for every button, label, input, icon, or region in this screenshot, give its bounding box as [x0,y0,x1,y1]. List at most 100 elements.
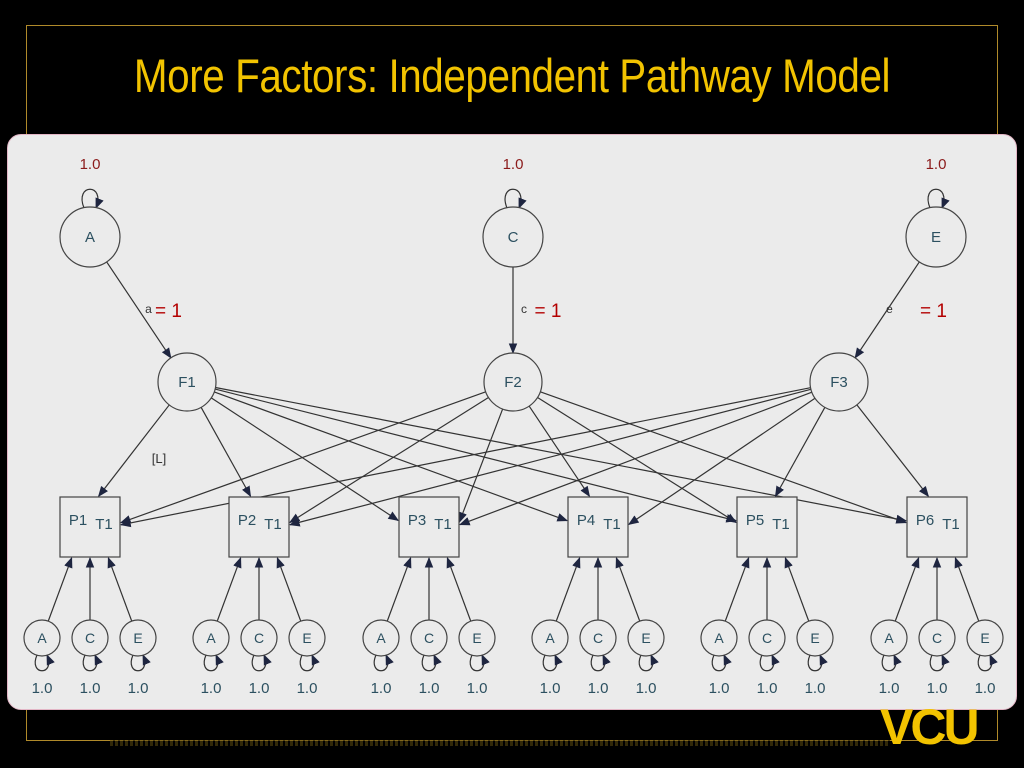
path-label: a [145,302,152,316]
variance-label: 1.0 [419,680,440,697]
variance-label: 1.0 [128,680,149,697]
latent-node-a [59,206,121,268]
vcu-logo: VCU [880,700,980,748]
variance-label: 1.0 [503,156,524,173]
specific-label: E [810,630,819,646]
variance-loop [929,654,950,672]
factor-loading-arrow [458,408,504,524]
phenotype-sub-label: T1 [772,516,790,533]
variance-loop [504,188,527,210]
specific-path-arrow [724,556,750,622]
variance-label: 1.0 [32,680,53,697]
variance-loop [711,654,732,672]
specific-label: A [376,630,386,646]
specific-label: A [545,630,555,646]
variance-loop [34,654,55,672]
variance-loop [469,654,490,672]
phenotype-sub-label: T1 [264,516,282,533]
factor-loading-arrow [627,397,816,526]
specific-node-e [119,619,157,657]
factor-loading-arrow [288,388,812,527]
specific-label: C [424,630,434,646]
constraint-label: = 1 [155,301,182,322]
specific-label: C [762,630,772,646]
specific-node-e [627,619,665,657]
phenotype-label: P4 [577,512,595,529]
slide-title: More Factors: Independent Pathway Model [133,49,891,102]
specific-label: C [254,630,264,646]
footer-citation-strip [110,740,890,746]
factor-node-f1 [157,352,217,412]
specific-node-e [796,619,834,657]
specific-node-c [748,619,786,657]
specific-node-c [918,619,956,657]
variance-label: 1.0 [926,156,947,173]
specific-node-e [288,619,326,657]
factor-loading-arrow [214,391,569,522]
variance-loop [203,654,224,672]
specific-label: E [641,630,650,646]
variance-label: 1.0 [540,680,561,697]
factor-label: F1 [178,374,196,391]
latent-node-c [482,206,544,268]
specific-node-a [362,619,400,657]
variance-loop [373,654,394,672]
specific-node-a [870,619,908,657]
path-label: c [521,302,527,316]
phenotype-box-p5 [736,496,798,558]
latent-label: A [85,229,95,246]
path-arrow-top-to-factor [106,261,172,359]
specific-label: C [932,630,942,646]
specific-path-arrow [894,556,920,622]
specific-node-e [458,619,496,657]
latent-label: C [508,229,519,246]
phenotype-box-p4 [567,496,629,558]
variance-loop [590,654,611,672]
phenotype-box-p3 [398,496,460,558]
specific-label: E [472,630,481,646]
variance-loop [977,654,998,672]
variance-loop [299,654,320,672]
variance-loop [927,188,950,210]
factor-loading-arrow [214,388,738,523]
factor-loading-arrow [200,407,252,498]
factor-label: F2 [504,374,522,391]
loading-label: [L] [152,451,166,466]
specific-path-arrow [47,556,73,622]
specific-path-arrow [615,556,641,622]
phenotype-sub-label: T1 [434,516,452,533]
variance-label: 1.0 [975,680,996,697]
phenotype-sub-label: T1 [603,516,621,533]
factor-loading-arrow [537,396,738,524]
variance-loop [881,654,902,672]
variance-label: 1.0 [467,680,488,697]
specific-path-arrow [276,556,302,622]
latent-node-e [905,206,967,268]
specific-path-arrow [555,556,581,622]
specific-path-arrow [446,556,472,622]
specific-label: C [593,630,603,646]
variance-loop [807,654,828,672]
specific-node-c [579,619,617,657]
specific-label: E [133,630,142,646]
phenotype-sub-label: T1 [95,516,113,533]
phenotype-label: P1 [69,512,87,529]
specific-label: A [714,630,724,646]
specific-label: C [85,630,95,646]
specific-node-a [531,619,569,657]
specific-path-arrow [107,556,133,622]
specific-node-c [71,619,109,657]
factor-loading-arrow [528,405,591,498]
variance-loop [638,654,659,672]
variance-loop [759,654,780,672]
variance-label: 1.0 [636,680,657,697]
specific-path-arrow [784,556,810,622]
specific-node-c [410,619,448,657]
variance-label: 1.0 [297,680,318,697]
specific-path-arrow [954,556,980,622]
variance-loop [542,654,563,672]
factor-loading-arrow [288,396,489,524]
factor-loading-arrow [210,397,400,522]
specific-label: E [302,630,311,646]
